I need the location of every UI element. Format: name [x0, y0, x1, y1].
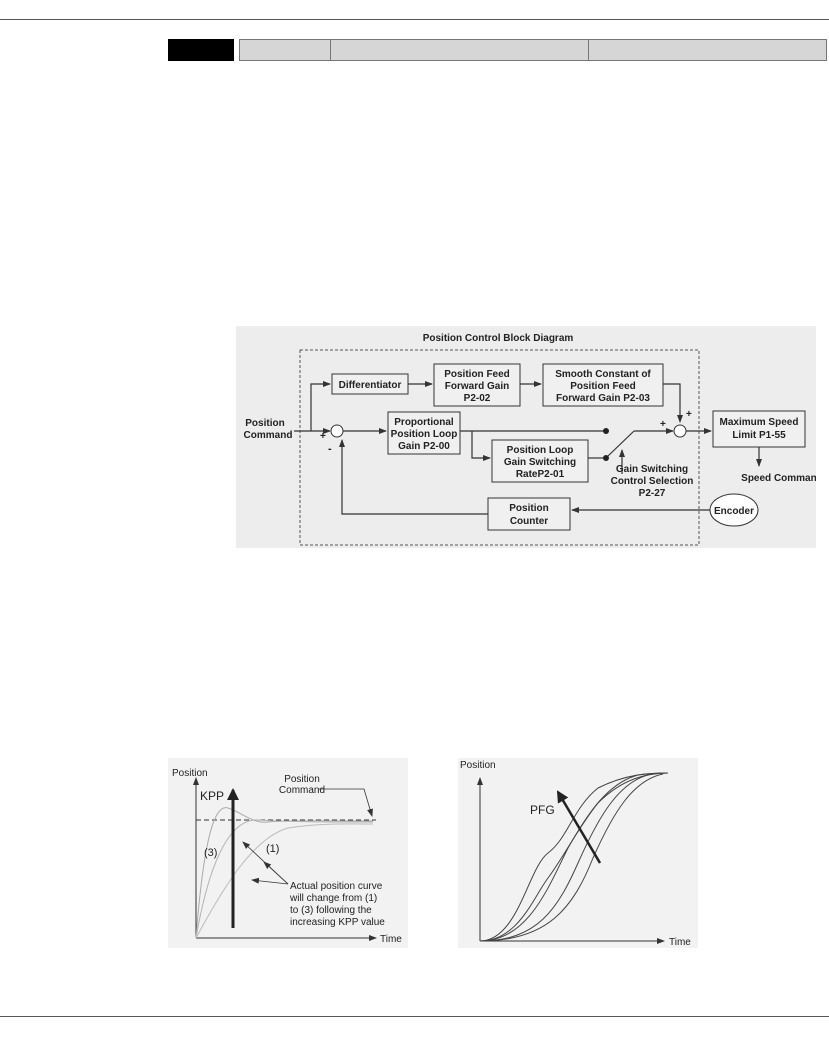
smooth-label-2: Position Feed — [570, 381, 636, 392]
encoder-label: Encoder — [714, 506, 754, 517]
pfg-curve-3 — [479, 772, 669, 942]
pfg-curve-4 — [479, 772, 669, 942]
pfg-arrow — [556, 790, 602, 864]
header-cell-3 — [589, 39, 827, 61]
kpp-note-3: to (3) following the — [290, 905, 372, 916]
header-cell-black — [168, 39, 234, 61]
command-label-1: Position — [284, 774, 320, 785]
sum1-minus-sign: - — [328, 443, 332, 455]
counter-label-1: Position — [509, 503, 548, 514]
diagram-title: Position Control Block Diagram — [423, 333, 574, 344]
ff-gain-block — [433, 363, 521, 407]
summing-junction-1 — [330, 424, 344, 438]
command-label-2: Command — [279, 785, 325, 796]
ff-gain-label-3: P2-02 — [464, 393, 491, 404]
pfg-ylabel: Position — [460, 760, 496, 771]
pfg-xlabel: Time — [669, 937, 691, 948]
kpp-xlabel: Time — [380, 934, 402, 945]
ff-gain-label-2: Forward Gain — [445, 381, 509, 392]
kpp-ylabel: Position — [172, 768, 208, 779]
summing-junction-2 — [673, 424, 687, 438]
response-curve-2 — [195, 819, 374, 939]
curve-label-3: (3) — [204, 847, 217, 859]
diagram-dashed-frame — [299, 349, 700, 546]
kpp-label-1: Proportional — [394, 417, 454, 428]
switching-rate-label-1: Position Loop — [507, 445, 574, 456]
curve-label-1: (1) — [266, 843, 279, 855]
response-curve-3 — [195, 807, 374, 939]
switch-sel-label-2: Control Selection — [611, 476, 694, 487]
kpp-note-1: Actual position curve — [290, 881, 383, 892]
response-curve-1 — [195, 823, 374, 939]
switch-sel-label-1: Gain Switching — [616, 464, 688, 475]
kpp-label-3: Gain P2-00 — [398, 441, 450, 452]
position-command-label-1: Position — [245, 418, 284, 429]
gain-switching-rate-block — [491, 439, 589, 483]
kpp-label-2: Position Loop — [391, 429, 458, 440]
position-control-block-diagram: Position Control Block Diagram Position … — [236, 326, 816, 548]
switch-sel-label-3: P2-27 — [639, 488, 666, 499]
top-rule — [0, 19, 829, 20]
switching-rate-label-3: RateP2-01 — [516, 469, 565, 480]
sum2-plus-top: + — [686, 409, 692, 420]
differentiator-label: Differentiator — [339, 380, 402, 391]
max-speed-limit-block — [712, 410, 806, 448]
kpp-note-2: will change from (1) — [289, 893, 377, 904]
kpp-response-chart: Position Time Position Command KPP (3) (… — [168, 758, 408, 948]
pfg-response-chart: Position Time PFG — [458, 758, 698, 948]
kpp-arrow-label: KPP — [200, 789, 224, 803]
counter-label-2: Counter — [510, 516, 548, 527]
header-cell-1 — [239, 39, 331, 61]
position-counter-block — [487, 497, 571, 531]
bottom-rule — [0, 1016, 829, 1017]
gain-switch — [607, 430, 635, 457]
pfg-arrow-label: PFG — [530, 803, 555, 817]
smooth-label-3: Forward Gain P2-03 — [556, 393, 650, 404]
smooth-constant-block — [542, 363, 664, 407]
position-command-label-2: Command — [244, 430, 293, 441]
max-speed-label-1: Maximum Speed — [720, 417, 799, 428]
parameter-header-table — [168, 39, 827, 61]
max-speed-label-2: Limit P1-55 — [732, 430, 786, 441]
pfg-curve-2 — [479, 772, 669, 942]
header-cell-2 — [331, 39, 589, 61]
pfg-curve-5 — [479, 773, 664, 942]
sum2-plus-left: + — [660, 419, 666, 430]
switching-rate-label-2: Gain Switching — [504, 457, 576, 468]
ff-gain-label-1: Position Feed — [444, 369, 510, 380]
sum1-plus-sign: + — [320, 431, 326, 442]
kpp-block — [387, 411, 461, 455]
kpp-note-4: increasing KPP value — [290, 917, 385, 928]
smooth-label-1: Smooth Constant of — [555, 369, 651, 380]
pfg-curve-1 — [479, 772, 669, 942]
speed-command-label: Speed Command — [741, 473, 816, 484]
